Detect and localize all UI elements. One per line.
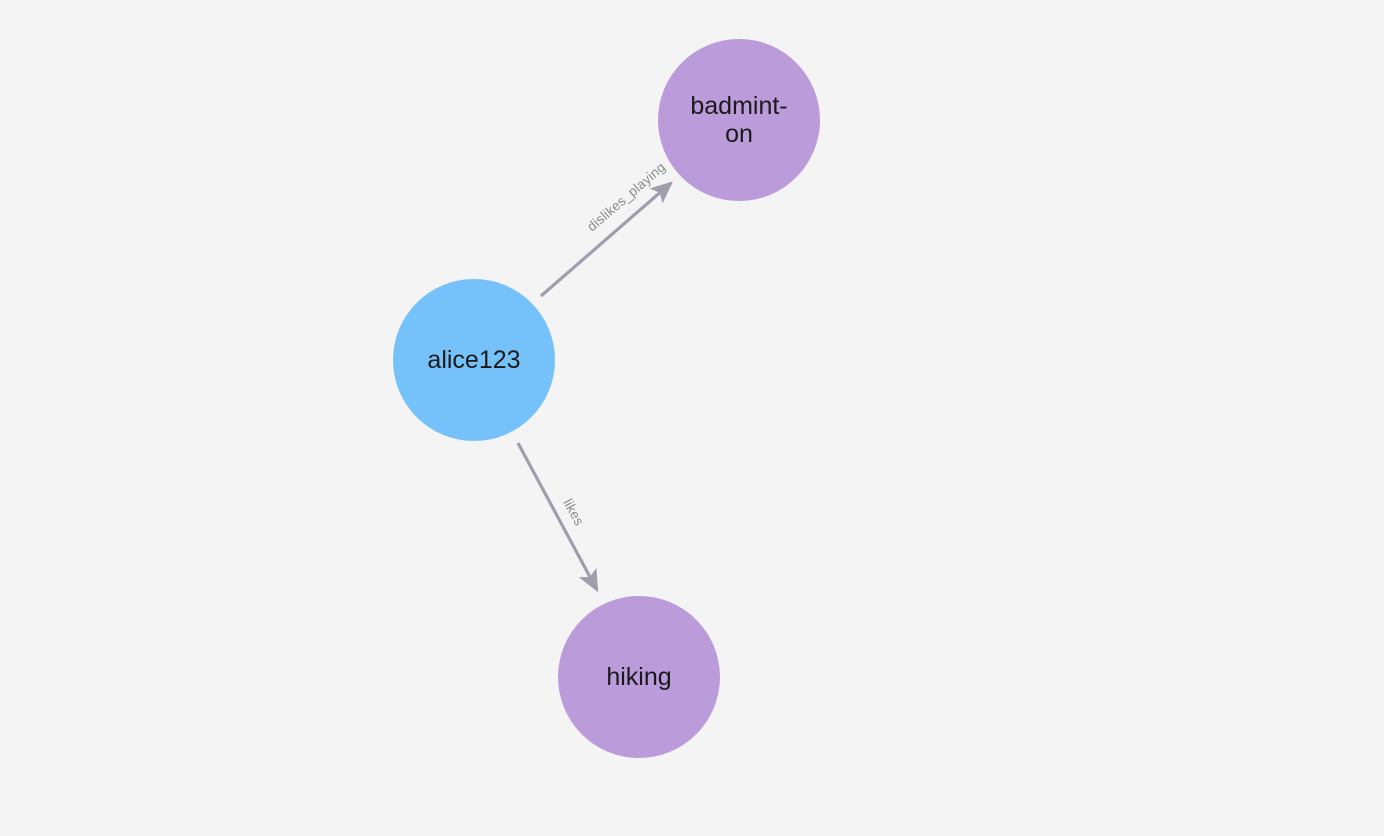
node-label-badminton: badmint- on: [690, 92, 788, 148]
edge-line-likes: [516, 442, 599, 593]
edge-line-dislikes-playing: [539, 181, 673, 298]
edge-alice123-badminton[interactable]: dislikes_playing: [539, 159, 673, 298]
node-label-hiking: hiking: [606, 663, 672, 691]
edge-alice123-hiking[interactable]: likes: [516, 442, 599, 593]
edge-label-likes: likes: [560, 496, 587, 528]
graph-node-badminton[interactable]: badmint- on: [658, 39, 820, 201]
graph-node-hiking[interactable]: hiking: [558, 596, 720, 758]
graph-node-alice123[interactable]: alice123: [393, 279, 555, 441]
node-label-alice123: alice123: [427, 346, 521, 374]
